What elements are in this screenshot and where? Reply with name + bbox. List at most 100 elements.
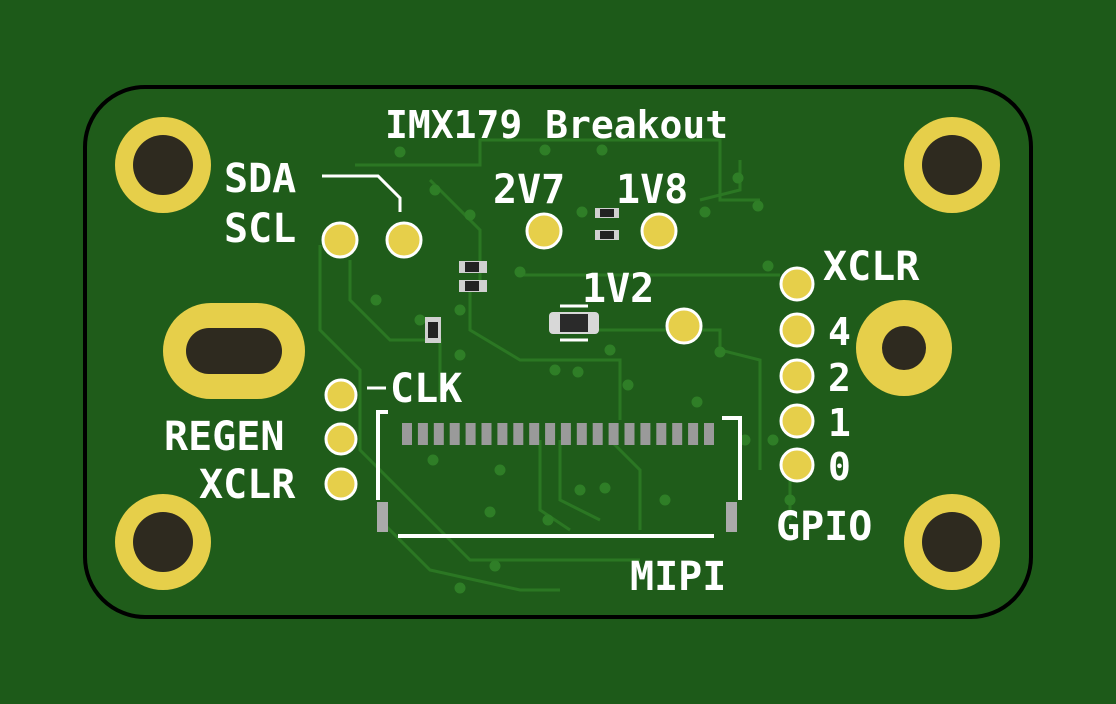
- label-gpio4: 4: [828, 310, 851, 354]
- via: [454, 304, 466, 316]
- via: [714, 346, 726, 358]
- label-gpio2: 2: [828, 356, 851, 400]
- via: [464, 209, 476, 221]
- mipi-pin: [497, 423, 508, 445]
- smd-components: [425, 208, 619, 343]
- pad-xclr-right: [779, 266, 815, 302]
- mipi-pin: [402, 423, 412, 445]
- label-gpio1: 1: [828, 401, 851, 445]
- connector-mount-left: [377, 502, 388, 532]
- via: [599, 482, 611, 494]
- copper-traces: [318, 138, 792, 592]
- pad-clk: [324, 378, 358, 412]
- pad-1v2: [665, 307, 703, 345]
- mipi-pin: [688, 423, 699, 445]
- via: [484, 506, 496, 518]
- via: [549, 364, 561, 376]
- via: [691, 396, 703, 408]
- mipi-pin: [672, 423, 683, 445]
- mipi-pin: [449, 423, 460, 445]
- via: [427, 454, 439, 466]
- via: [752, 200, 764, 212]
- label-scl: SCL: [224, 206, 296, 252]
- mipi-pin: [481, 423, 492, 445]
- mipi-pin: [529, 423, 540, 445]
- mipi-connector: [376, 410, 742, 538]
- via: [454, 349, 466, 361]
- mipi-pin: [656, 423, 667, 445]
- via: [414, 314, 426, 326]
- label-2v7: 2V7: [493, 167, 565, 213]
- via: [370, 294, 382, 306]
- mipi-pin: [704, 423, 714, 445]
- mipi-pin: [545, 423, 556, 445]
- resistor-r1: [425, 317, 441, 343]
- connector-outline-left: [376, 410, 388, 500]
- capacitor-c1: [459, 261, 487, 292]
- mipi-pin: [608, 423, 619, 445]
- via: [574, 484, 586, 496]
- via: [784, 494, 796, 506]
- board-title: IMX179 Breakout: [385, 103, 728, 147]
- mipi-pin: [624, 423, 635, 445]
- label-clk: CLK: [390, 366, 462, 412]
- mounting-holes: [115, 117, 1000, 590]
- via: [514, 266, 526, 278]
- mipi-pin: [592, 423, 603, 445]
- via: [394, 146, 406, 158]
- pad-gpio0: [779, 447, 815, 483]
- mipi-pin: [513, 423, 524, 445]
- via: [494, 464, 506, 476]
- via: [596, 144, 608, 156]
- label-1v8: 1V8: [616, 167, 688, 213]
- via: [454, 582, 466, 594]
- pad-gpio1: [779, 403, 815, 439]
- label-xclr-left: XCLR: [199, 462, 296, 508]
- silkscreen-lines: [322, 174, 402, 390]
- via: [699, 206, 711, 218]
- via-group: [370, 144, 796, 594]
- board-outline: [83, 85, 1033, 619]
- via: [604, 344, 616, 356]
- pad-sda: [385, 221, 423, 259]
- pad-gpio4: [779, 312, 815, 348]
- label-mipi: MIPI: [630, 554, 726, 600]
- label-gpio0: 0: [828, 445, 851, 489]
- label-1v2: 1V2: [582, 266, 654, 312]
- via: [732, 172, 744, 184]
- pad-regen: [324, 422, 358, 456]
- via: [572, 366, 584, 378]
- via: [576, 206, 588, 218]
- mipi-pin: [640, 423, 651, 445]
- via: [539, 144, 551, 156]
- sda-leader-line: [322, 174, 402, 212]
- via: [762, 260, 774, 272]
- pad-1v8: [640, 212, 678, 250]
- capacitor-c3: [549, 304, 599, 342]
- via: [429, 184, 441, 196]
- capacitor-c2: [595, 208, 619, 240]
- mipi-pin: [433, 423, 444, 445]
- mipi-pin: [465, 423, 476, 445]
- label-gpio: GPIO: [776, 504, 872, 550]
- via: [542, 514, 554, 526]
- label-sda: SDA: [224, 156, 296, 202]
- pad-2v7: [525, 212, 563, 250]
- label-regen: REGEN: [164, 414, 284, 460]
- mipi-pin: [576, 423, 587, 445]
- via: [659, 494, 671, 506]
- test-pads: [321, 212, 815, 501]
- pad-xclr-left: [324, 467, 358, 501]
- connector-outline-right: [722, 416, 742, 500]
- connector-mount-right: [726, 502, 737, 532]
- pad-scl: [321, 221, 359, 259]
- mipi-pin-row: [402, 423, 714, 445]
- via: [622, 379, 634, 391]
- label-xclr-right: XCLR: [823, 244, 920, 290]
- via: [489, 560, 501, 572]
- pad-gpio2: [779, 358, 815, 394]
- mipi-pin: [560, 423, 571, 445]
- via: [767, 434, 779, 446]
- mipi-pin: [417, 423, 428, 445]
